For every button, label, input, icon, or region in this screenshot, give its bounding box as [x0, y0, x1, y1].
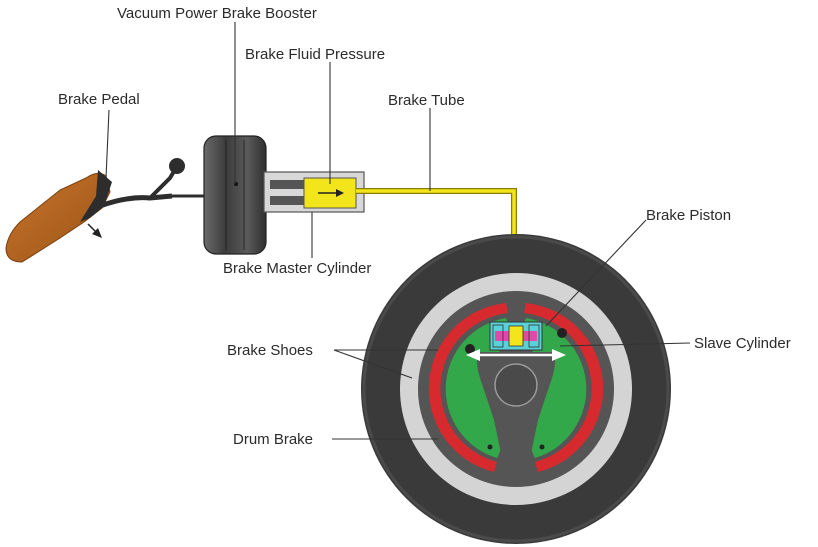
- label-vacuum-booster: Vacuum Power Brake Booster: [117, 5, 317, 22]
- leader-lines: [105, 22, 691, 440]
- pedal-motion-arrow: [87, 223, 102, 238]
- pedal-linkage: [148, 166, 178, 200]
- label-brake-fluid-pressure: Brake Fluid Pressure: [245, 46, 385, 63]
- pedal-foot: [5, 172, 111, 263]
- label-brake-master-cylinder: Brake Master Cylinder: [223, 260, 371, 277]
- axle-ring: [494, 363, 538, 407]
- master-cylinder: [263, 171, 365, 213]
- label-drum-brake: Drum Brake: [233, 431, 313, 448]
- pedal-pad: [80, 170, 112, 222]
- label-brake-piston: Brake Piston: [646, 207, 731, 224]
- label-brake-shoes: Brake Shoes: [227, 342, 313, 359]
- pedal-arm: [99, 193, 173, 209]
- slave-cylinder: [489, 321, 543, 351]
- label-brake-pedal: Brake Pedal: [58, 91, 140, 108]
- brake-pedal: [5, 158, 206, 263]
- label-slave-cylinder: Slave Cylinder: [694, 335, 791, 352]
- vacuum-booster: [203, 135, 267, 255]
- label-brake-tube: Brake Tube: [388, 92, 465, 109]
- shoe-lining-left: [428, 303, 508, 472]
- tire-highlight: [362, 235, 670, 543]
- drum-brake: [361, 234, 671, 544]
- pedal-pivot: [169, 158, 185, 174]
- expansion-arrow: [466, 349, 566, 361]
